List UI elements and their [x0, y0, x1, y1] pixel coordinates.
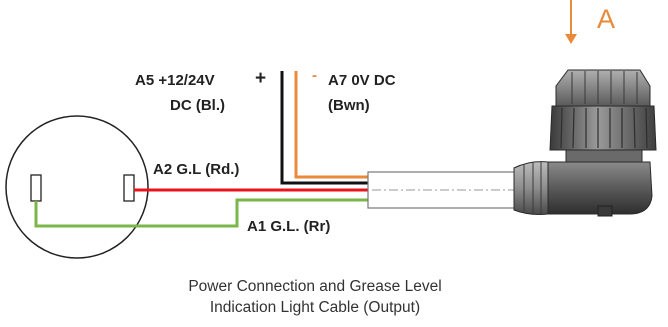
label-a5-line1: A5 +12/24V	[135, 72, 215, 89]
connector-neck	[565, 149, 643, 163]
caption-line2: Indication Light Cable (Output)	[209, 299, 421, 316]
socket-pin-left	[30, 174, 42, 202]
wire-brown	[294, 71, 370, 179]
label-a5-line2: DC (Bl.)	[170, 97, 225, 114]
view-arrow	[565, 0, 577, 44]
connector-sleeve-ribs	[523, 162, 542, 214]
label-a1: A1 G.L. (Rr)	[247, 218, 331, 235]
socket-outline	[5, 115, 149, 259]
label-a7-line2: (Bwn)	[328, 97, 370, 114]
label-a2: A2 G.L (Rd.)	[153, 161, 240, 178]
label-a7-dash: -	[312, 67, 317, 84]
label-a5-plus: +	[255, 68, 267, 89]
view-arrow-head	[565, 34, 577, 44]
view-marker-label: A	[597, 4, 616, 34]
wires	[34, 71, 370, 228]
figure-caption: Power Connection and Grease Level Indica…	[120, 276, 510, 318]
connector-cap	[555, 69, 651, 107]
caption-line1: Power Connection and Grease Level	[188, 278, 442, 295]
connector-knurl	[571, 71, 638, 104]
connector	[513, 69, 657, 217]
socket-pin-right	[123, 174, 135, 202]
connector-elbow	[545, 161, 653, 215]
socket	[5, 115, 149, 259]
cable-sheath	[367, 171, 517, 209]
label-a7-line1: A7 0V DC	[328, 72, 396, 89]
wire-black	[280, 71, 370, 185]
connector-ring-ribs	[560, 107, 648, 149]
connector-sleeve	[513, 161, 549, 215]
connector-clip	[597, 205, 613, 217]
wire-green	[34, 198, 370, 228]
connector-ring	[549, 105, 657, 151]
